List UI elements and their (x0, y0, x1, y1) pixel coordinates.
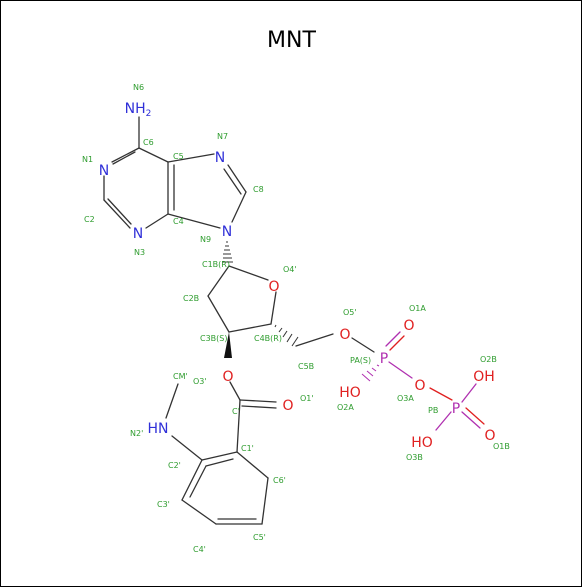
label-o4p: O4' (283, 265, 297, 274)
label-o1p: O1' (300, 394, 314, 403)
label-c2p: C2' (168, 461, 181, 470)
bond-c2-n3-double (107, 198, 132, 225)
bond-n2-cm (165, 383, 179, 419)
phosphate-bonds (385, 331, 485, 431)
label-pa: PA(S) (350, 356, 371, 365)
bond-c-o1-double (241, 405, 277, 409)
bond-o3-c (229, 381, 241, 401)
atom-n2p: HN (148, 421, 169, 437)
label-n7: N7 (217, 132, 228, 141)
bond-n9-c1b-hashed (222, 241, 233, 263)
label-c5: C5 (173, 152, 184, 161)
bond-c3b-o3-wedge (224, 332, 232, 358)
atom-n1: N (99, 163, 109, 179)
atom-pb: P (452, 401, 460, 417)
bond-c2b-c3b (207, 295, 230, 333)
adenine-bonds (103, 116, 247, 229)
atom-n6: NH2 (125, 101, 152, 119)
atom-n9: N (222, 224, 232, 240)
atom-o4p: O (268, 279, 279, 295)
bond-c6-c5 (261, 477, 269, 525)
label-n1: N1 (82, 155, 93, 164)
bond-c1-c6 (236, 451, 269, 479)
bond-c3b-c4b (228, 323, 272, 333)
ribose-bonds (207, 265, 277, 333)
atom-o3p: O (222, 369, 233, 385)
atom-o3b: HO (411, 435, 433, 451)
bond-c2-n3 (103, 199, 131, 229)
bond-c2-c1 (201, 451, 238, 461)
bond-c6-n1 (111, 147, 140, 163)
bond-c1b-c2b (207, 265, 230, 297)
label-c1b: C1B(R) (202, 260, 230, 269)
label-c3b: C3B(S) (200, 334, 227, 343)
label-o1b: O1B (493, 442, 510, 451)
bond-c2-c1-double (205, 458, 234, 467)
label-pb: PB (428, 406, 438, 415)
bond-pa-o2a-hashed (361, 364, 380, 382)
atom-o1p: O (282, 398, 293, 414)
bond-c4-n9 (167, 213, 221, 229)
bond-c-o1 (239, 399, 277, 403)
label-c5p: C5' (253, 533, 266, 542)
bond-c4b-c5b-hashed (274, 324, 299, 347)
atom-o3a: O (414, 378, 425, 394)
bond-c6-n1-double (112, 151, 136, 165)
atom-o2b: OH (473, 369, 495, 385)
label-cp: C' (232, 407, 240, 416)
bond-c3-c2 (181, 459, 203, 501)
label-c2: C2 (84, 215, 95, 224)
label-c8: C8 (253, 185, 264, 194)
bond-c5b-o5 (295, 333, 334, 347)
bond-c4-c3 (181, 499, 217, 525)
label-o1a: O1A (409, 304, 426, 313)
label-c3p: C3' (157, 500, 170, 509)
label-c4p: C4' (193, 545, 206, 554)
label-n9: N9 (200, 235, 211, 244)
atom-pa: P (380, 351, 388, 367)
anthranilate-bonds (165, 381, 277, 525)
atom-n7: N (215, 150, 225, 166)
label-c6p: C6' (273, 476, 286, 485)
label-n6: N6 (133, 83, 144, 92)
label-c5b: C5B (298, 362, 314, 371)
bond-c2-n2 (171, 435, 203, 461)
atom-labels: N6 C6 N1 C5 N7 C8 C2 C4 N3 N9 C1B(R) O4'… (82, 83, 510, 554)
bond-c5-n7 (167, 153, 215, 163)
label-o3p: O3' (193, 377, 207, 386)
label-c4b: C4B(R) (254, 334, 282, 343)
label-o5p: O5' (343, 308, 357, 317)
bond-n7-c8 (227, 164, 247, 193)
bond-c3-c2-inner (189, 465, 207, 498)
label-c4: C4 (173, 217, 184, 226)
diagram-title: MNT (267, 28, 316, 53)
atom-o1b: O (484, 428, 495, 444)
bond-o5-pa (351, 337, 375, 353)
bond-c6-c5 (138, 147, 169, 163)
bond-c1b-o4 (228, 265, 269, 281)
atom-n3: N (133, 226, 143, 242)
atom-o1a: O (403, 318, 414, 334)
label-c6: C6 (143, 138, 154, 147)
label-o2a: O2A (337, 403, 354, 412)
bond-n7-c8-double (223, 168, 242, 195)
label-c1p: C1' (241, 444, 254, 453)
bond-c-c1 (236, 399, 241, 453)
label-n3: N3 (134, 248, 145, 257)
atom-o2a: HO (339, 385, 361, 401)
label-o3a: O3A (397, 394, 414, 403)
bond-c8-n9 (231, 191, 247, 223)
bond-c4b-o4 (270, 291, 277, 325)
bond-n3-c4 (145, 213, 169, 229)
label-c2b: C2B (183, 294, 199, 303)
atom-o5p: O (339, 327, 350, 343)
label-cmp: CM' (173, 372, 188, 381)
label-n2p: N2' (130, 429, 143, 438)
label-o3b: O3B (406, 453, 423, 462)
label-o2b: O2B (480, 355, 497, 364)
